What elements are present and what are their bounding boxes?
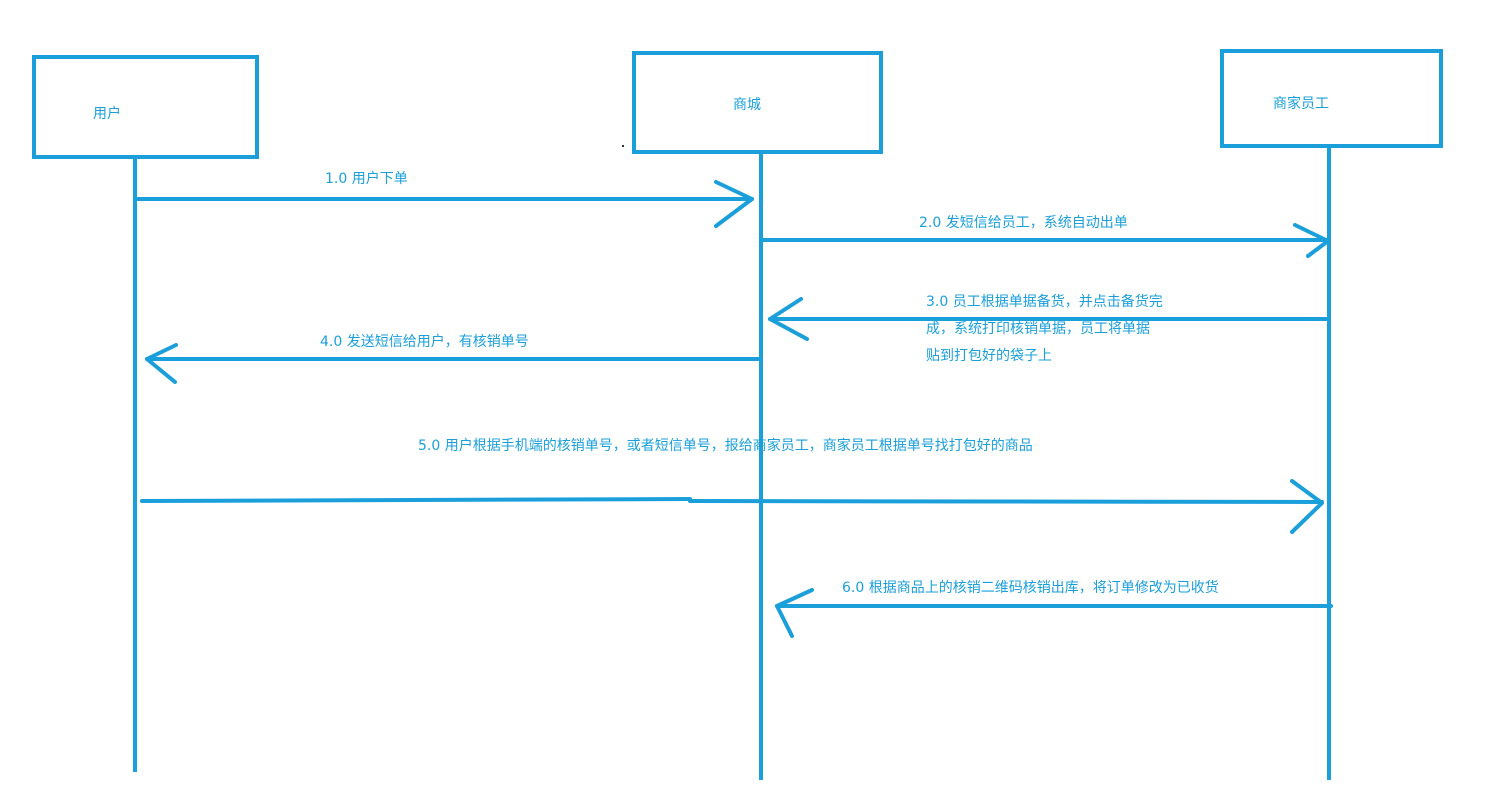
actor-box-mall [632,51,883,154]
message-4-arrowhead [145,343,178,384]
message-6-arrowhead [775,588,814,638]
actor-label-merchant: 商家员工 [1273,96,1329,112]
message-4-label: 4.0 发送短信给用户，有核销单号 [320,334,529,350]
stray-dot [622,145,624,147]
message-5-label: 5.0 用户根据手机端的核销单号，或者短信单号，报给商家员工，商家员工根据单号找… [418,438,1033,454]
message-3-arrowhead [768,297,809,341]
message-3-label-line-2: 成，系统打印核销单据，员工将单据 [926,321,1150,337]
message-1-label: 1.0 用户下单 [325,171,408,187]
message-1-arrowhead [714,180,754,228]
message-5-arrowhead [1290,479,1324,534]
message-6-label: 6.0 根据商品上的核销二维码核销出库，将订单修改为已收货 [842,580,1219,596]
actor-label-user: 用户 [93,106,121,122]
message-3-label-line-3: 贴到打包好的袋子上 [926,348,1052,364]
actor-box-merchant [1220,49,1443,148]
message-3-label-line-1: 3.0 员工根据单据备货，并点击备货完 [926,294,1163,310]
message-2-arrowhead [1293,223,1330,258]
actor-label-mall: 商城 [733,97,761,113]
message-2-label: 2.0 发短信给员工，系统自动出单 [919,215,1128,231]
actor-box-user [32,55,259,159]
message-5-line-b [688,499,1324,504]
message-5-line-a [140,497,692,503]
